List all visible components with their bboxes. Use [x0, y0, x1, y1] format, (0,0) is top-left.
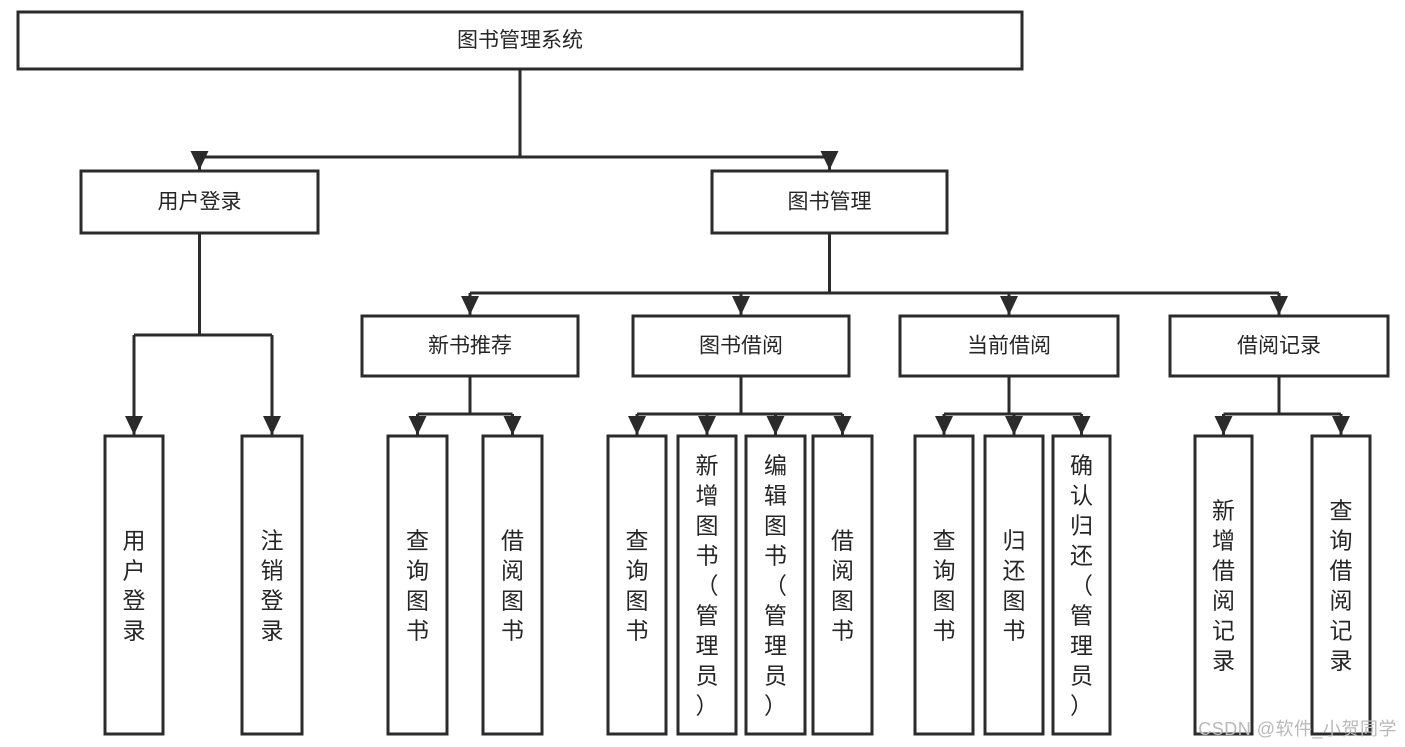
arrow-head-icon — [190, 151, 209, 170]
arrow-head-icon — [833, 416, 852, 435]
node-box — [898, 314, 1120, 378]
arrow-head-icon — [503, 416, 522, 435]
arrow-head-icon — [1270, 296, 1288, 315]
node-leaf-current-confirm[interactable]: 确认归还（管理员） — [1051, 434, 1112, 736]
arrow-head-icon — [698, 416, 716, 435]
node-box — [1193, 434, 1254, 736]
node-leaf-user-login[interactable]: 用户登录 — [103, 434, 165, 736]
node-box — [16, 10, 1024, 71]
node-label: 查询借阅记录 — [1330, 497, 1353, 673]
node-records[interactable]: 借阅记录 — [1168, 314, 1390, 378]
node-leaf-user-logout[interactable]: 注销登录 — [240, 434, 304, 736]
node-label: 图书管理 — [788, 191, 872, 214]
node-leaf-record-query[interactable]: 查询借阅记录 — [1310, 434, 1372, 736]
node-leaf-borrow-take[interactable]: 借阅图书 — [811, 434, 874, 736]
node-box — [1051, 434, 1112, 736]
arrow-head-icon — [628, 416, 646, 435]
node-label: 借阅图书 — [501, 527, 524, 643]
node-label: 确认归还（管理员） — [1070, 452, 1093, 718]
node-label: 用户登录 — [158, 191, 242, 214]
node-label: 新增图书（管理员） — [696, 452, 719, 718]
arrow-head-icon — [766, 416, 785, 435]
node-root[interactable]: 图书管理系统 — [16, 10, 1024, 71]
node-layer: 图书管理系统用户登录图书管理新书推荐图书借阅当前借阅借阅记录用户登录注销登录查询… — [16, 10, 1390, 736]
arrow-head-icon — [820, 151, 839, 170]
arrow-head-icon — [1332, 416, 1350, 435]
node-box — [913, 434, 975, 736]
arrow-head-icon — [1214, 416, 1233, 435]
node-box — [631, 314, 851, 378]
node-label: 用户登录 — [123, 527, 146, 643]
node-leaf-borrow-query[interactable]: 查询图书 — [606, 434, 668, 736]
arrow-head-icon — [263, 416, 281, 435]
node-login[interactable]: 用户登录 — [79, 169, 320, 235]
arrow-head-icon — [732, 296, 750, 315]
node-label: 查询图书 — [626, 527, 649, 643]
arrow-head-icon — [125, 416, 143, 435]
node-box — [240, 434, 304, 736]
arrow-head-icon — [1005, 416, 1023, 435]
node-box — [606, 434, 668, 736]
node-leaf-current-query[interactable]: 查询图书 — [913, 434, 975, 736]
node-leaf-record-add[interactable]: 新增借阅记录 — [1193, 434, 1254, 736]
arrow-head-icon — [408, 416, 427, 435]
node-box — [676, 434, 738, 736]
arrow-head-icon — [1072, 416, 1091, 435]
node-label: 注销登录 — [261, 527, 284, 643]
node-bookmgmt[interactable]: 图书管理 — [710, 169, 949, 235]
node-label: 编辑图书（管理员） — [764, 452, 787, 718]
node-label: 查询图书 — [406, 527, 429, 643]
node-leaf-current-return[interactable]: 归还图书 — [983, 434, 1045, 736]
node-box — [1310, 434, 1372, 736]
node-leaf-new-query[interactable]: 查询图书 — [386, 434, 449, 736]
connector-layer — [125, 69, 1350, 435]
arrow-head-icon — [1000, 296, 1018, 315]
node-box — [744, 434, 807, 736]
node-label: 借阅图书 — [831, 527, 854, 643]
node-current[interactable]: 当前借阅 — [898, 314, 1120, 378]
node-label: 当前借阅 — [967, 335, 1051, 358]
node-label: 归还图书 — [1003, 527, 1026, 643]
node-box — [710, 169, 949, 235]
node-box — [811, 434, 874, 736]
arrow-head-icon — [935, 416, 953, 435]
node-leaf-borrow-add[interactable]: 新增图书（管理员） — [676, 434, 738, 736]
node-label: 新书推荐 — [428, 335, 512, 358]
node-label: 查询图书 — [933, 527, 956, 643]
node-label: 借阅记录 — [1237, 335, 1321, 358]
node-leaf-new-borrow[interactable]: 借阅图书 — [481, 434, 544, 736]
node-label: 图书管理系统 — [457, 29, 583, 52]
arrow-head-icon — [461, 296, 479, 315]
node-box — [79, 169, 320, 235]
node-box — [103, 434, 165, 736]
node-newbook[interactable]: 新书推荐 — [360, 314, 580, 378]
node-box — [360, 314, 580, 378]
node-box — [1168, 314, 1390, 378]
node-label: 新增借阅记录 — [1212, 497, 1235, 673]
node-box — [481, 434, 544, 736]
node-box — [386, 434, 449, 736]
node-borrow[interactable]: 图书借阅 — [631, 314, 851, 378]
node-box — [983, 434, 1045, 736]
node-label: 图书借阅 — [699, 335, 783, 358]
node-leaf-borrow-edit[interactable]: 编辑图书（管理员） — [744, 434, 807, 736]
